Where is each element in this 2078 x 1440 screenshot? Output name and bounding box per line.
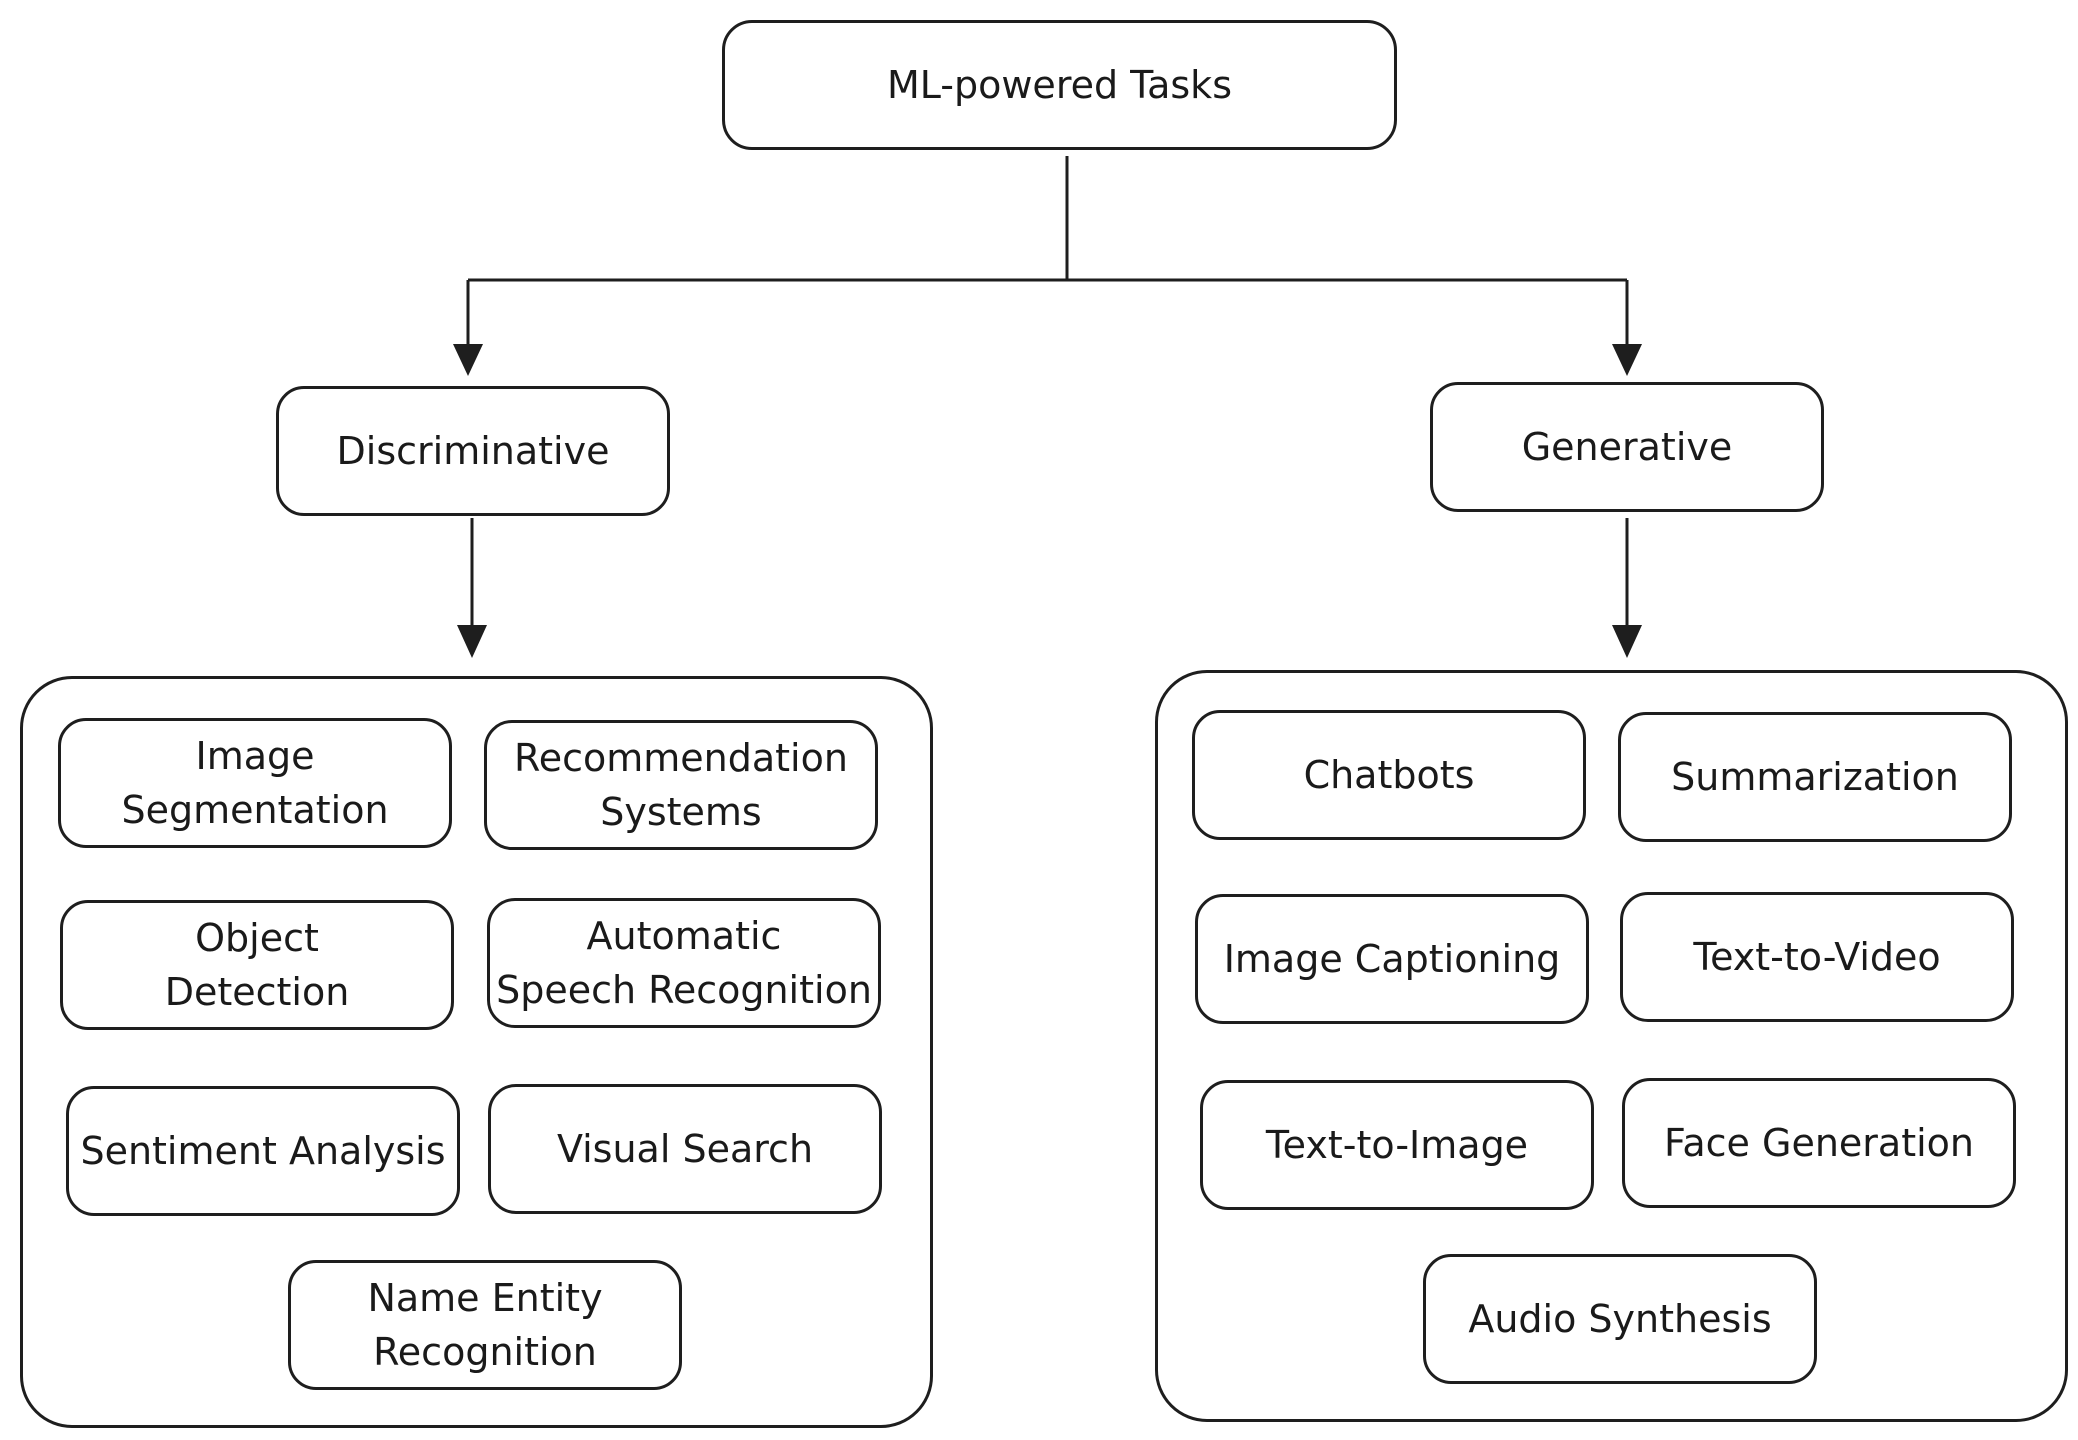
- category-node-label: Generative: [1521, 425, 1733, 469]
- task-node-audio-synthesis: Audio Synthesis: [1423, 1254, 1817, 1384]
- task-node-label: Summarization: [1671, 755, 1959, 799]
- task-node-summarization: Summarization: [1618, 712, 2012, 842]
- category-node-discriminative: Discriminative: [276, 386, 670, 516]
- task-node-label: Text-to-Video: [1693, 935, 1941, 979]
- discriminative-task-group: [20, 676, 933, 1428]
- root-node: ML-powered Tasks: [722, 20, 1397, 150]
- task-node-sentiment-analysis: Sentiment Analysis: [66, 1086, 460, 1216]
- task-node-face-generation: Face Generation: [1622, 1078, 2016, 1208]
- task-node-text-to-image: Text-to-Image: [1200, 1080, 1594, 1210]
- arrowhead-discriminative-group: [457, 625, 487, 658]
- task-node-label: Chatbots: [1303, 753, 1475, 797]
- category-node-generative: Generative: [1430, 382, 1824, 512]
- arrowhead-generative: [1612, 344, 1642, 376]
- arrowhead-discriminative: [453, 344, 483, 376]
- task-node-chatbots: Chatbots: [1192, 710, 1586, 840]
- generative-task-group: [1155, 670, 2068, 1422]
- task-node-label: Visual Search: [556, 1127, 814, 1171]
- root-node-label: ML-powered Tasks: [886, 63, 1232, 107]
- task-node-visual-search: Visual Search: [488, 1084, 882, 1214]
- task-node-label: Text-to-Image: [1265, 1123, 1529, 1167]
- task-node-label: Audio Synthesis: [1468, 1297, 1772, 1341]
- arrowhead-generative-group: [1612, 625, 1642, 658]
- task-node-label: Face Generation: [1664, 1121, 1974, 1165]
- task-node-text-to-video: Text-to-Video: [1620, 892, 2014, 1022]
- category-node-label: Discriminative: [336, 429, 610, 473]
- task-node-label: Image Captioning: [1223, 937, 1561, 981]
- task-node-label: Sentiment Analysis: [80, 1129, 446, 1173]
- task-node-image-captioning: Image Captioning: [1195, 894, 1589, 1024]
